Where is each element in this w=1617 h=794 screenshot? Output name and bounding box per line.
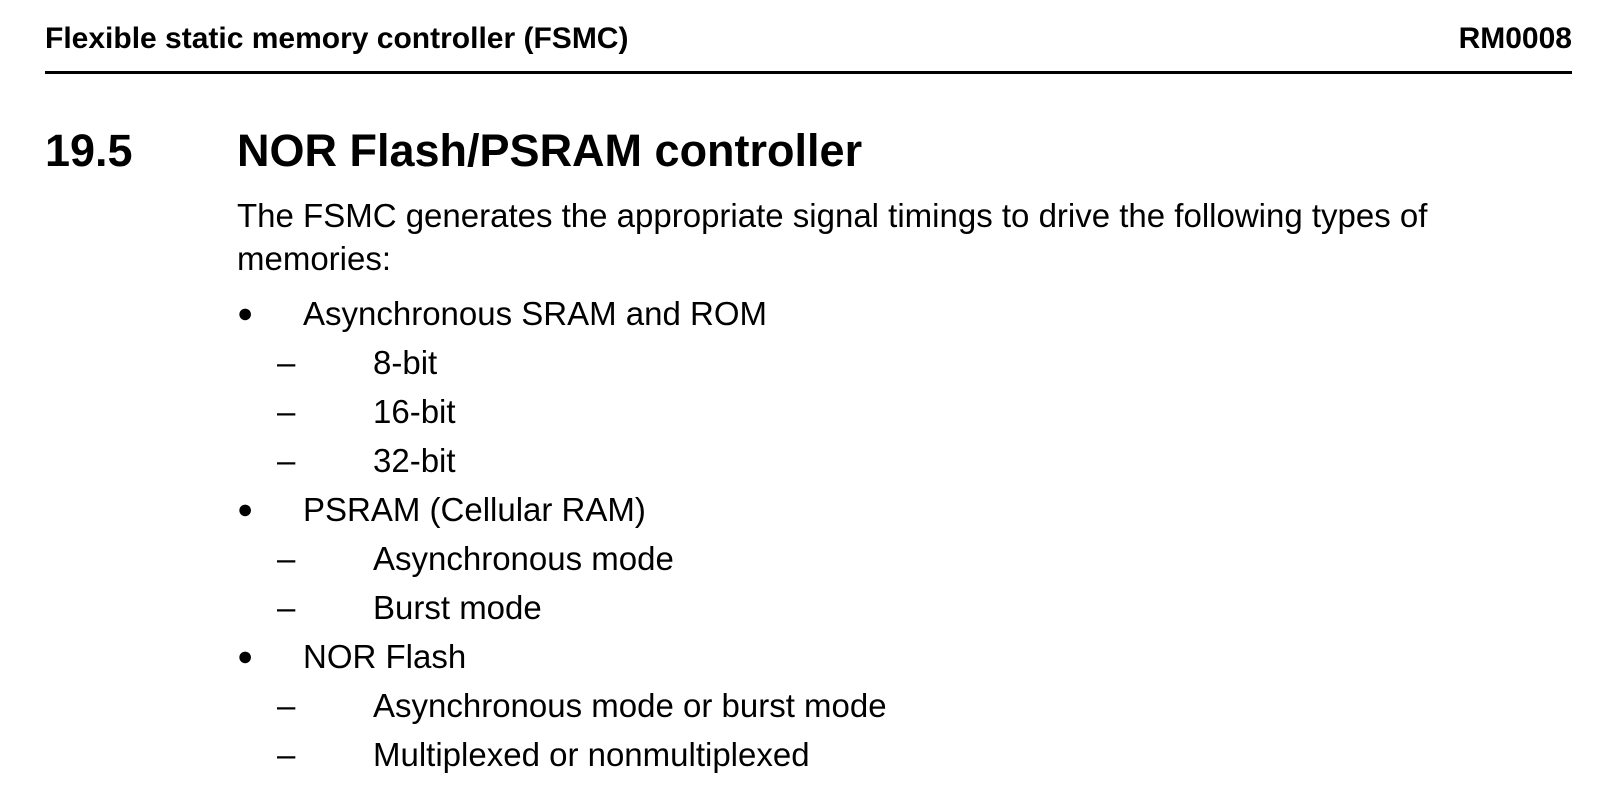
sub-list-item: – 8-bit [237,338,1572,387]
dash-icon: – [277,687,296,724]
sub-list-item: – Asynchronous mode or burst mode [237,681,1572,730]
list-item-label: PSRAM (Cellular RAM) [303,491,646,528]
sub-list-item: – Asynchronous mode [237,534,1572,583]
sub-item-label: Asynchronous mode [373,540,674,577]
dash-icon: – [277,540,296,577]
sub-list-item: – 32-bit [237,436,1572,485]
sub-list-item: – 16-bit [237,387,1572,436]
header-rule [45,71,1572,74]
bullet-icon: ● [237,298,254,328]
memory-types-list: ● Asynchronous SRAM and ROM – 8-bit – 16… [237,289,1572,779]
list-item-label: NOR Flash [303,638,467,675]
bullet-icon: ● [237,494,254,524]
dash-icon: – [277,393,296,430]
dash-icon: – [277,344,296,381]
section-content: The FSMC generates the appropriate signa… [237,194,1572,779]
intro-paragraph: The FSMC generates the appropriate signa… [237,197,1428,277]
page-header: Flexible static memory controller (FSMC)… [45,24,1572,54]
list-item: ● Asynchronous SRAM and ROM [237,289,1572,338]
list-item-label: Asynchronous SRAM and ROM [303,295,768,332]
sub-item-label: Burst mode [373,589,542,626]
section-title: NOR Flash/PSRAM controller [237,125,863,176]
section-heading: 19.5 NOR Flash/PSRAM controller [45,128,1572,173]
bullet-icon: ● [237,641,254,671]
header-doc-reference: RM0008 [1458,22,1572,55]
section-number: 19.5 [45,125,133,176]
sub-item-label: 32-bit [373,442,456,479]
sub-item-label: 8-bit [373,344,438,381]
sub-list-item: – Burst mode [237,583,1572,632]
dash-icon: – [277,736,296,773]
sub-item-label: 16-bit [373,393,456,430]
header-chapter-title: Flexible static memory controller (FSMC) [45,22,629,55]
list-item: ● NOR Flash [237,632,1572,681]
dash-icon: – [277,442,296,479]
sub-item-label: Asynchronous mode or burst mode [373,687,887,724]
sub-item-label: Multiplexed or nonmultiplexed [373,736,810,773]
list-item: ● PSRAM (Cellular RAM) [237,485,1572,534]
dash-icon: – [277,589,296,626]
sub-list-item: – Multiplexed or nonmultiplexed [237,730,1572,779]
